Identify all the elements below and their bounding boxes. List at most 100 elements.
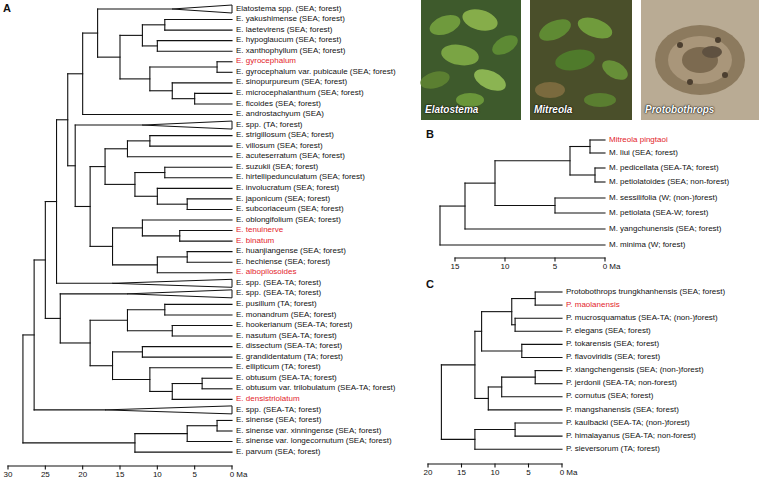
axis-tick-label: 5 (192, 471, 196, 480)
tree-branch (495, 205, 555, 206)
axis-tick-label: 15 (457, 469, 466, 478)
tree-branch (502, 377, 536, 378)
taxon-label: E. hypoglaucum (SEA; forest) (236, 36, 341, 45)
tree-branch (217, 430, 232, 431)
tree-branch (195, 103, 232, 104)
taxon-label: E. obtusum var. trilobulatum (SEA-TA; fo… (236, 384, 395, 393)
axis-tick-label: 15 (451, 263, 460, 272)
tree-branch (187, 262, 232, 263)
tree-branch (590, 152, 605, 153)
tree-branch (488, 409, 562, 410)
taxon-label: E. huanjiangense (SEA; forest) (236, 247, 346, 256)
tree-branch (535, 291, 562, 292)
tree-branch (75, 125, 142, 126)
tree-branch (150, 391, 172, 392)
taxon-label: E. spp. (SEA-TA; forest) (236, 406, 321, 415)
tree-branch (595, 181, 605, 182)
tree-branch (150, 66, 217, 67)
axis-tick-label: 30 (4, 471, 13, 480)
tree-branch (45, 318, 60, 319)
tree-branch (135, 452, 232, 453)
taxon-label: E. strigillosum (SEA; forest) (236, 131, 334, 140)
tree-branch (555, 197, 605, 198)
axis-tick-label: 15 (116, 471, 125, 480)
taxon-label: E. gyrocephalum (236, 57, 296, 66)
tree-branch (165, 19, 232, 20)
taxon-label: E. acuteserratum (SEA; forest) (236, 152, 345, 161)
tree-branch (528, 464, 529, 467)
tree-branch (23, 334, 34, 335)
tree-branch (165, 30, 232, 31)
taxon-label: E. tenuinerve (236, 226, 283, 235)
tree-branch (475, 449, 562, 450)
taxon-label: E. hookerianum (SEA-TA; forest) (236, 321, 352, 330)
taxon-label: E. densistriolatum (236, 395, 300, 404)
tree-branch (90, 320, 127, 321)
tree-branch (127, 156, 232, 157)
taxon-label: E. spp. (TA; forest) (236, 121, 303, 130)
tree-branch (165, 314, 232, 315)
tree-branch (590, 139, 605, 140)
taxon-label: E. oblongifolium (SEA; forest) (236, 216, 341, 225)
tree-branch (150, 90, 172, 91)
tree-branch (441, 439, 475, 440)
axis-tick-label: 20 (78, 471, 87, 480)
tree-branch (461, 464, 462, 467)
tree-branch (515, 331, 562, 332)
tree-branch (105, 148, 127, 149)
tree-branch (60, 342, 90, 343)
taxon-label: P. xiangchengensis (SEA; (non-)forest) (566, 366, 704, 375)
tree-branch (535, 305, 562, 306)
panel-letter: B (426, 128, 434, 140)
taxon-label: E. pusillum (TA; forest) (236, 300, 317, 309)
taxon-label: P. himalayanus (SEA-TA; non-forest) (566, 432, 696, 441)
tree-branch (441, 364, 475, 365)
taxon-label: E. sinense var. longecornutum (SEA; fore… (236, 437, 392, 446)
photo-caption: Mitreola (534, 104, 572, 115)
tree-branch (90, 166, 105, 167)
taxon-label: P. mangshanensis (SEA; forest) (566, 406, 679, 415)
tree-branch (475, 331, 482, 332)
tree-branch (142, 346, 232, 347)
tree-branch (83, 114, 232, 115)
tree-branch (535, 370, 562, 371)
tree-branch (150, 146, 232, 147)
tree-branch (22, 335, 23, 443)
tree-branch (217, 420, 232, 421)
tree-branch (142, 357, 232, 358)
tree-branch (157, 466, 158, 469)
tree-branch (127, 330, 172, 331)
axis-tick-label: 0 Ma (230, 471, 248, 480)
collapsed-clade (105, 406, 232, 414)
tree-branch (90, 365, 112, 366)
axis-tick-label: 20 (424, 469, 433, 478)
tree-branch (439, 206, 440, 245)
tree-branch (150, 367, 232, 368)
mitreola-photo (530, 0, 632, 120)
taxon-label: E. androstachyum (SEA) (236, 110, 324, 119)
taxon-label: E. gyrocephalum var. pubicaule (SEA; for… (236, 68, 396, 77)
tree-branch (482, 311, 512, 312)
tree-branch (217, 72, 232, 73)
tree-branch (495, 160, 570, 161)
tree-branch (172, 82, 232, 83)
tree-branch (595, 167, 605, 168)
tree-branch (82, 466, 83, 469)
tree-branch (187, 425, 217, 426)
tree-branch (83, 33, 98, 34)
taxon-label: Mitreola pingtaoi (609, 136, 668, 145)
taxon-label: E. yakushimense (SEA; forest) (236, 15, 345, 24)
tree-branch (561, 464, 562, 467)
taxon-label: P. mucrosquamatus (SEA-TA; (non-)forest) (566, 314, 718, 323)
tree-branch (142, 24, 164, 25)
tree-branch (217, 61, 232, 62)
axis-tick-label: 5 (526, 469, 530, 478)
tree-branch (515, 422, 562, 423)
tree-branch (135, 433, 187, 434)
taxon-label: E. spp. (SEA-TA; forest) (236, 279, 321, 288)
taxon-label: P. flavoviridis (SEA; forest) (566, 353, 660, 362)
axis-tick-label: 10 (501, 263, 510, 272)
axis-tick-label: 0 Ma (603, 263, 621, 272)
tree-branch (98, 57, 120, 58)
tree-branch (554, 258, 555, 261)
